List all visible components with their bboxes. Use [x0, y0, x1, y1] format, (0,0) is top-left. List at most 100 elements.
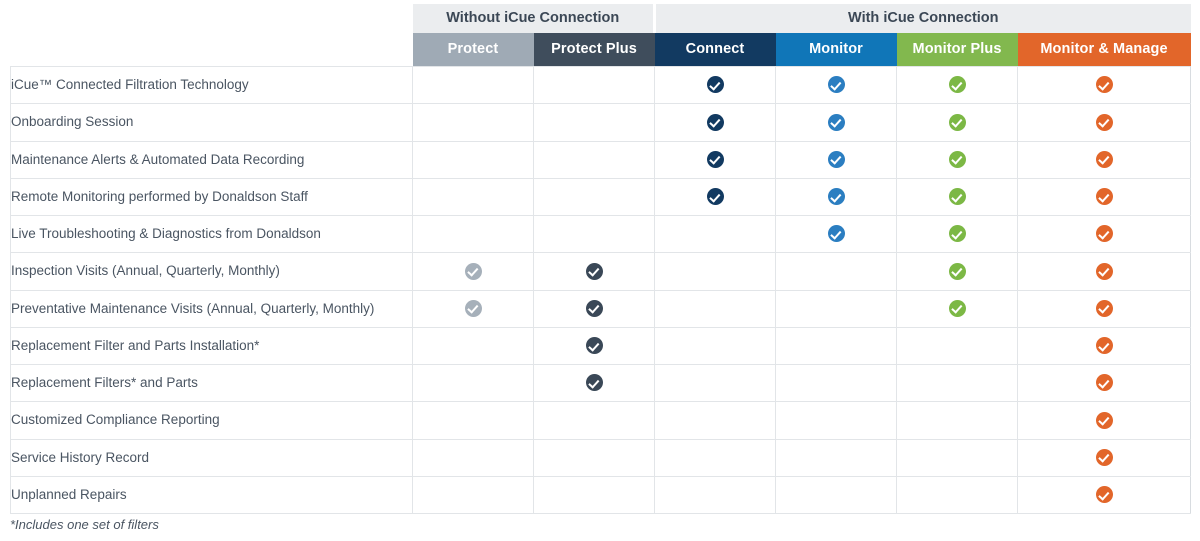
cell-connect [654, 141, 777, 179]
cell-protect [412, 401, 534, 440]
cell-protect_plus [532, 252, 656, 291]
cell-monitor [775, 103, 898, 142]
cell-monitor [775, 141, 898, 179]
cell-protect_plus [532, 178, 656, 217]
cell-monitor [775, 215, 898, 254]
check-circle-icon [827, 113, 845, 131]
cell-protect_plus [532, 439, 656, 477]
cell-connect [654, 401, 777, 440]
cell-monitor_plus [896, 364, 1019, 403]
table-row: Preventative Maintenance Visits (Annual,… [10, 290, 1192, 328]
cell-protect_plus [532, 215, 656, 254]
cell-monitor_plus [896, 476, 1019, 515]
cell-protect [412, 65, 534, 105]
check-circle-icon [948, 225, 966, 243]
check-circle-icon [706, 188, 724, 206]
table-row: Service History Record [10, 439, 1192, 477]
column-header-connect[interactable]: Connect [654, 33, 776, 67]
check-circle-icon [1095, 113, 1113, 131]
table-row: iCue™ Connected Filtration Technology [10, 65, 1192, 105]
check-circle-icon [706, 76, 724, 94]
check-circle-icon [1095, 448, 1113, 466]
cell-connect [654, 103, 777, 142]
check-circle-icon [585, 374, 603, 392]
cell-monitor_manage [1017, 476, 1192, 515]
cell-connect [654, 439, 777, 477]
check-circle-icon [948, 299, 966, 317]
cell-monitor_plus [896, 103, 1019, 142]
column-header-spacer [10, 33, 413, 67]
cell-protect [412, 439, 534, 477]
cell-connect [654, 327, 777, 366]
check-circle-icon [706, 150, 724, 168]
check-circle-icon [948, 150, 966, 168]
table-row: Live Troubleshooting & Diagnostics from … [10, 215, 1192, 254]
column-header-protect_plus[interactable]: Protect Plus [533, 33, 655, 67]
cell-monitor_plus [896, 290, 1019, 328]
column-header-protect[interactable]: Protect [412, 33, 534, 67]
cell-protect_plus [532, 401, 656, 440]
cell-monitor_manage [1017, 252, 1192, 291]
cell-connect [654, 252, 777, 291]
cell-monitor [775, 439, 898, 477]
cell-monitor_manage [1017, 401, 1192, 440]
check-circle-icon [464, 299, 482, 317]
check-circle-icon [1095, 76, 1113, 94]
column-header-monitor_manage[interactable]: Monitor & Manage [1017, 33, 1191, 67]
check-circle-icon [706, 113, 724, 131]
cell-protect_plus [532, 141, 656, 179]
feature-label: Onboarding Session [10, 103, 413, 142]
cell-connect [654, 178, 777, 217]
feature-label: iCue™ Connected Filtration Technology [10, 65, 413, 105]
cell-protect [412, 178, 534, 217]
cell-monitor [775, 65, 898, 105]
table-row: Onboarding Session [10, 103, 1192, 142]
cell-connect [654, 364, 777, 403]
cell-monitor_manage [1017, 178, 1192, 217]
table-row: Replacement Filter and Parts Installatio… [10, 327, 1192, 366]
cell-monitor_manage [1017, 290, 1192, 328]
cell-monitor_manage [1017, 364, 1192, 403]
check-circle-icon [1095, 299, 1113, 317]
cell-protect [412, 327, 534, 366]
check-circle-icon [1095, 188, 1113, 206]
cell-protect_plus [532, 364, 656, 403]
cell-monitor [775, 401, 898, 440]
cell-monitor [775, 178, 898, 217]
check-circle-icon [1095, 150, 1113, 168]
cell-connect [654, 476, 777, 515]
feature-label: Remote Monitoring performed by Donaldson… [10, 178, 413, 217]
cell-protect [412, 364, 534, 403]
cell-monitor_manage [1017, 65, 1192, 105]
column-header-monitor[interactable]: Monitor [775, 33, 897, 67]
group-header-with-icue: With iCue Connection [654, 4, 1191, 33]
cell-connect [654, 65, 777, 105]
cell-monitor_plus [896, 215, 1019, 254]
table-row: Inspection Visits (Annual, Quarterly, Mo… [10, 252, 1192, 291]
cell-monitor [775, 364, 898, 403]
cell-protect_plus [532, 327, 656, 366]
feature-label: Live Troubleshooting & Diagnostics from … [10, 215, 413, 254]
cell-protect_plus [532, 290, 656, 328]
cell-connect [654, 215, 777, 254]
check-circle-icon [464, 262, 482, 280]
feature-label: Inspection Visits (Annual, Quarterly, Mo… [10, 252, 413, 291]
feature-label: Unplanned Repairs [10, 476, 413, 515]
table-row: Customized Compliance Reporting [10, 401, 1192, 440]
cell-monitor [775, 252, 898, 291]
group-header-without-icue: Without iCue Connection [412, 4, 657, 33]
cell-monitor [775, 476, 898, 515]
cell-monitor_manage [1017, 215, 1192, 254]
cell-protect [412, 290, 534, 328]
cell-monitor_plus [896, 327, 1019, 366]
check-circle-icon [1095, 262, 1113, 280]
footnote: *Includes one set of filters [10, 517, 159, 532]
feature-label: Maintenance Alerts & Automated Data Reco… [10, 141, 413, 179]
cell-monitor_manage [1017, 141, 1192, 179]
cell-protect_plus [532, 103, 656, 142]
feature-label: Preventative Maintenance Visits (Annual,… [10, 290, 413, 328]
column-header-monitor_plus[interactable]: Monitor Plus [896, 33, 1018, 67]
feature-label: Replacement Filter and Parts Installatio… [10, 327, 413, 366]
